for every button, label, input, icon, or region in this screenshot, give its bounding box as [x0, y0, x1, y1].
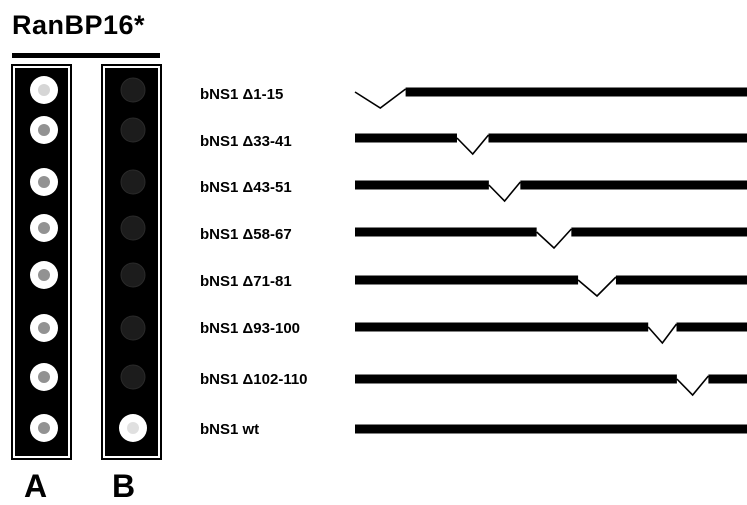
construct-label: bNS1 wt	[200, 421, 260, 438]
yeast-spot-faint	[120, 215, 146, 241]
construct-bar	[355, 322, 747, 345]
bar-segment	[355, 133, 457, 143]
construct-label: bNS1 Δ102-110	[200, 371, 308, 388]
construct-bar	[355, 374, 747, 397]
deletion-gap	[647, 323, 678, 345]
construct-label: bNS1 Δ1-15	[200, 86, 284, 103]
bar-segment	[615, 275, 747, 285]
yeast-spot-faint	[120, 77, 146, 103]
column-label-b: B	[112, 468, 136, 504]
deletion-gap	[354, 88, 407, 109]
deletion-gap	[488, 181, 521, 203]
construct-bar	[355, 275, 747, 298]
bar-segment	[355, 275, 579, 285]
bar-segment	[405, 87, 747, 97]
yeast-spot-center	[38, 124, 50, 136]
bar-segment	[571, 227, 747, 237]
bar-segment	[355, 374, 677, 384]
yeast-spot-faint	[120, 117, 146, 143]
yeast-spot-center	[127, 422, 139, 434]
construct-label: bNS1 Δ93-100	[200, 320, 300, 337]
construct-bar	[354, 87, 747, 109]
yeast-spot-center	[38, 222, 50, 234]
deletion-gap	[577, 276, 617, 298]
construct-label: bNS1 Δ43-51	[200, 179, 292, 196]
bar-segment	[676, 322, 747, 332]
column-label-a: A	[24, 468, 48, 504]
yeast-spot-faint	[120, 262, 146, 288]
yeast-spot-faint	[120, 364, 146, 390]
yeast-spot-center	[38, 422, 50, 434]
deletion-gap	[676, 375, 709, 397]
construct-label: bNS1 Δ71-81	[200, 273, 292, 290]
construct-bar	[355, 133, 747, 156]
bar-segment	[355, 227, 537, 237]
yeast-spot-strong	[30, 76, 58, 104]
deletion-gap	[536, 228, 572, 250]
figure-title: RanBP16*	[12, 10, 146, 40]
yeast-spot-center	[38, 322, 50, 334]
bar-segment	[520, 180, 747, 190]
construct-bar	[355, 227, 747, 250]
yeast-spot-center	[38, 84, 50, 96]
bar-segment	[708, 374, 747, 384]
yeast-spot-faint	[120, 169, 146, 195]
construct-label: bNS1 Δ33-41	[200, 133, 292, 150]
title-underline	[12, 53, 160, 58]
deletion-gap	[456, 134, 490, 156]
bar-segment	[355, 180, 489, 190]
yeast-spot-faint	[120, 315, 146, 341]
bar-segment	[355, 322, 649, 332]
yeast-spot-center	[38, 371, 50, 383]
bar-segment	[355, 424, 747, 434]
yeast-spot-center	[38, 269, 50, 281]
construct-label: bNS1 Δ58-67	[200, 226, 292, 243]
construct-bar	[355, 424, 747, 434]
bar-segment	[488, 133, 747, 143]
construct-bar	[355, 180, 747, 203]
yeast-spot-center	[38, 176, 50, 188]
